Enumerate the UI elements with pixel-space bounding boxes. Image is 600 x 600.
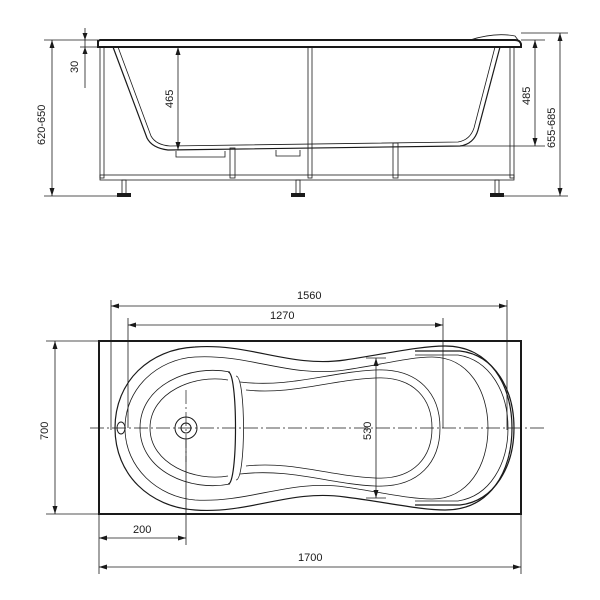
side-shell-inner — [117, 46, 496, 147]
plan-lounge-oval — [239, 369, 441, 487]
side-total-height-label: 620-650 — [36, 105, 48, 145]
plan-width-label: 700 — [39, 422, 51, 440]
side-rim — [97, 39, 522, 48]
plan-drain-offset-label: 200 — [133, 524, 151, 536]
side-headrest — [469, 34, 522, 45]
side-rim-label: 30 — [69, 61, 81, 73]
side-shell-outer — [112, 46, 501, 151]
side-view: 620-650 30 465 485 655-685 — [36, 28, 568, 197]
plan-basin-inner — [124, 356, 489, 501]
side-total-height-right-label: 655-685 — [546, 108, 558, 148]
plan-bowl-length-label: 1270 — [270, 310, 294, 322]
side-inner-depth-right-label: 485 — [521, 87, 533, 105]
plan-length-label: 1700 — [298, 552, 322, 564]
side-feet — [117, 179, 504, 197]
side-frame — [99, 46, 515, 181]
plan-inner-length-label: 1560 — [297, 290, 321, 302]
plan-basin-outer — [114, 345, 513, 512]
side-inner-depth-left-label: 465 — [164, 90, 176, 108]
plan-outline — [98, 340, 522, 515]
plan-view: 1560 1270 700 530 200 1700 — [39, 290, 545, 574]
plan-inner-width-label: 530 — [362, 422, 374, 440]
side-bottom-step — [175, 150, 301, 158]
